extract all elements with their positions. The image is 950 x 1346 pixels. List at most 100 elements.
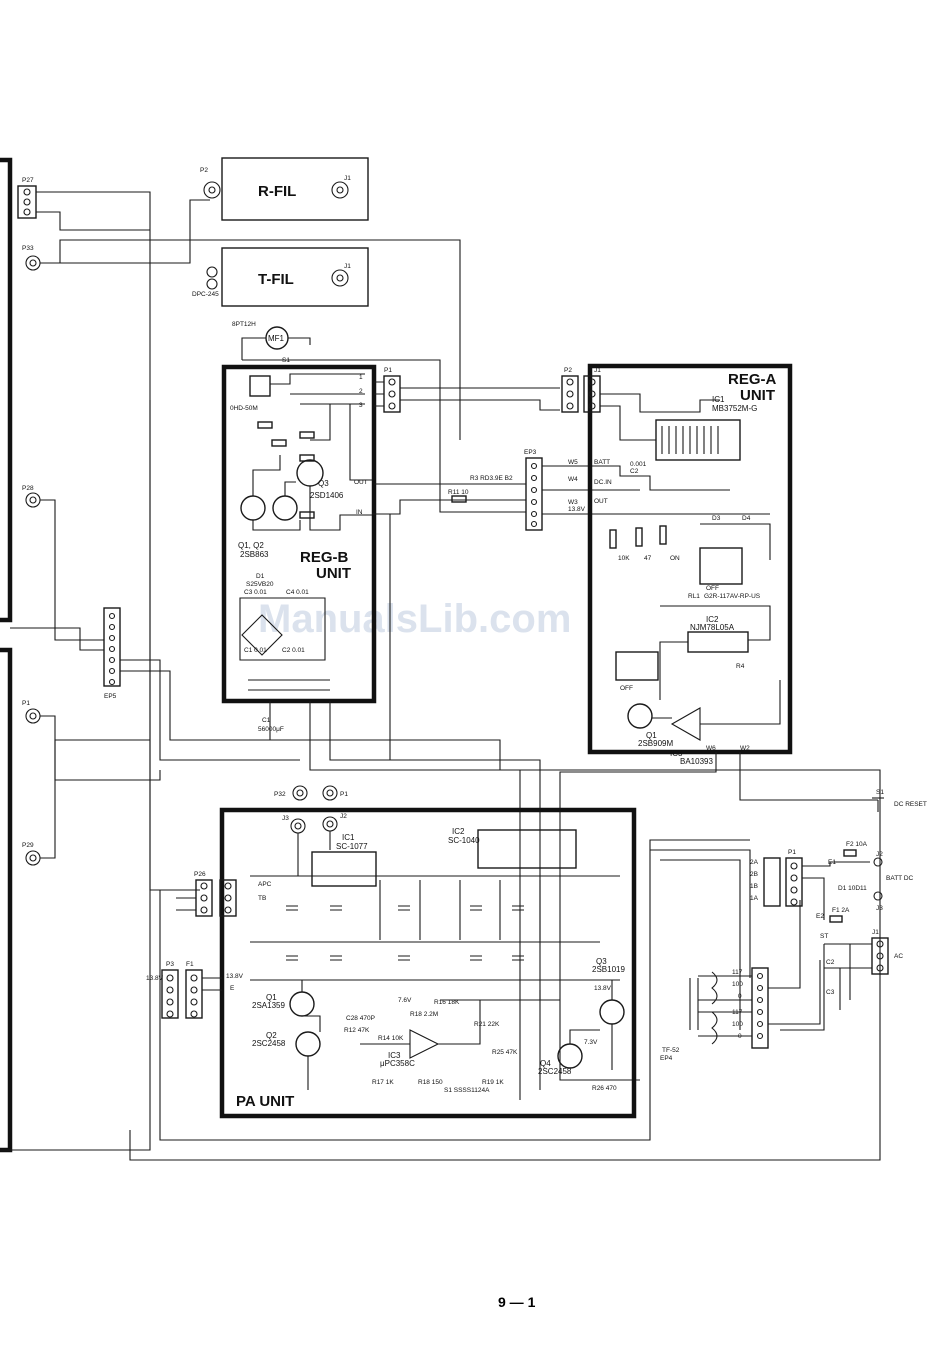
component-label: D1 10D11	[838, 885, 867, 892]
power-input-section: F2 10A J2 BATT DC J3 D1 10D11 E1 E2 ST F…	[780, 841, 914, 1031]
unit-title-rega-2: UNIT	[740, 387, 775, 404]
fan-mf1: MF1 8PT12H	[232, 321, 311, 360]
r-fil-unit: R-FIL P2 J1	[200, 157, 369, 221]
connector-label: J3	[282, 815, 289, 822]
component-label: C2 0.01	[282, 647, 305, 654]
component-label: C4 0.01	[286, 589, 309, 596]
component-label: ST	[820, 933, 828, 940]
port-label: 3	[359, 402, 363, 409]
component-label: R16 18K	[434, 999, 460, 1006]
reg-b-unit: REG-B UNIT 0HD-50M S1 Q1, Q2 2SB863 Q3 2…	[221, 357, 441, 733]
component-label: R25 47K	[492, 1049, 518, 1056]
port-label: 2	[359, 388, 363, 395]
component-label: IC2	[452, 827, 465, 836]
component-label: RL1	[688, 593, 700, 600]
tap-label: 2B	[750, 871, 758, 878]
connector-label: P1	[340, 791, 348, 798]
connector-label: BATT DC	[886, 875, 914, 882]
fuse-label: F2 10A	[846, 841, 868, 848]
connector-label: J2	[876, 851, 883, 858]
port-label: 13.8V	[568, 506, 586, 513]
component-label: S25VB20	[246, 581, 274, 588]
component-label: μPC358C	[380, 1059, 415, 1068]
page-number: 9 — 1	[498, 1294, 536, 1310]
connector-label: P3	[166, 961, 174, 968]
component-label: ON	[670, 555, 680, 562]
tap-label: 100	[732, 981, 743, 988]
port-label: 1	[359, 374, 363, 381]
component-label: E2	[816, 913, 824, 920]
component-label: 2SD1406	[310, 491, 344, 500]
connector-label: P2	[200, 167, 208, 174]
component-label: IC1	[342, 833, 355, 842]
tap-label: 100	[732, 1021, 743, 1028]
port-label: IN	[356, 509, 363, 516]
connector-p1-regb: P1	[374, 367, 560, 413]
voltage-label: 7.6V	[398, 997, 412, 1004]
component-label: IC3	[670, 749, 683, 758]
component-label: Q3	[318, 479, 329, 488]
component-label: C2	[630, 468, 639, 475]
connector-label: DPC-245	[192, 291, 219, 298]
component-label: R26 470	[592, 1085, 617, 1092]
connector-p26: P26	[176, 871, 237, 917]
port-label: OUT	[354, 479, 368, 486]
component-label: C1 0.01	[244, 647, 267, 654]
component-label: R14 10K	[378, 1035, 404, 1042]
component-label: 2SB863	[240, 550, 269, 559]
fan-part: 8PT12H	[232, 321, 256, 328]
connector-label: J1	[594, 367, 601, 374]
component-label: 0.001	[630, 461, 647, 468]
component-label: R18 150	[418, 1079, 443, 1086]
voltage-label: 13.8V	[146, 975, 164, 982]
port-label: APC	[258, 881, 272, 888]
jacks-p32-p1: P32 P1	[274, 785, 348, 801]
port-label: W4	[568, 476, 578, 483]
component-label: IC2	[706, 615, 719, 624]
component-label: D1	[256, 573, 265, 580]
port-label: W5	[568, 459, 578, 466]
port-label: BATT	[594, 459, 610, 466]
connector-label: AC	[894, 953, 903, 960]
component-label: 2SA1359	[252, 1001, 285, 1010]
component-label: SC-1040	[448, 836, 480, 845]
unit-title-rega-1: REG-A	[728, 371, 777, 388]
pa-unit: PA UNIT J3 J2 IC1 SC-1077 IC2 SC-1040 AP…	[219, 807, 637, 1119]
port-label: E	[230, 985, 235, 992]
component-label: EP4	[660, 1055, 673, 1062]
component-label: E1	[828, 859, 836, 866]
component-label: 10K	[618, 555, 630, 562]
connector-label: J1	[344, 175, 351, 182]
component-label: C2	[826, 959, 835, 966]
component-label: R17 1K	[372, 1079, 394, 1086]
voltage-label: 13.8V	[594, 985, 612, 992]
connector-label: J2	[340, 813, 347, 820]
connector-ep3: EP3 R11 10 R3 RD3.9E B2	[374, 449, 594, 531]
port-label: OUT	[594, 498, 608, 505]
component-label: TF-52	[662, 1047, 680, 1054]
connector-label: EP3	[524, 449, 537, 456]
unit-title-tfil: T-FIL	[258, 271, 294, 288]
component-label: C1	[262, 717, 271, 724]
tap-label: 2A	[750, 859, 759, 866]
switch-label: 0HD-50M	[230, 405, 258, 412]
unit-title-rfil: R-FIL	[258, 183, 296, 200]
reg-a-unit: REG-A UNIT P2 J1 IC1 MB3752M-G BATT DC.I…	[559, 363, 878, 1081]
component-label: S1 SSSS1124A	[444, 1087, 490, 1094]
relay-label: OFF	[706, 585, 719, 592]
component-label: D3	[712, 515, 721, 522]
component-label: C3 0.01	[244, 589, 267, 596]
port-label: TB	[258, 895, 266, 902]
tap-label: 117	[732, 969, 743, 976]
connector-label: F1	[186, 961, 194, 968]
component-label: MB3752M-G	[712, 404, 757, 413]
connector-label: P27	[22, 177, 34, 184]
t-fil-unit: T-FIL DPC-245 J1	[192, 247, 369, 307]
transformer-t1: TF-52 EP4 117 100 0 117 100 0	[650, 849, 821, 1062]
connector-label: J1	[344, 263, 351, 270]
component-label: R3 RD3.9E B2	[470, 475, 513, 482]
switch-label: DC RESET	[894, 801, 927, 808]
voltage-label: 7.3V	[584, 1039, 598, 1046]
component-label: R19 1K	[482, 1079, 504, 1086]
